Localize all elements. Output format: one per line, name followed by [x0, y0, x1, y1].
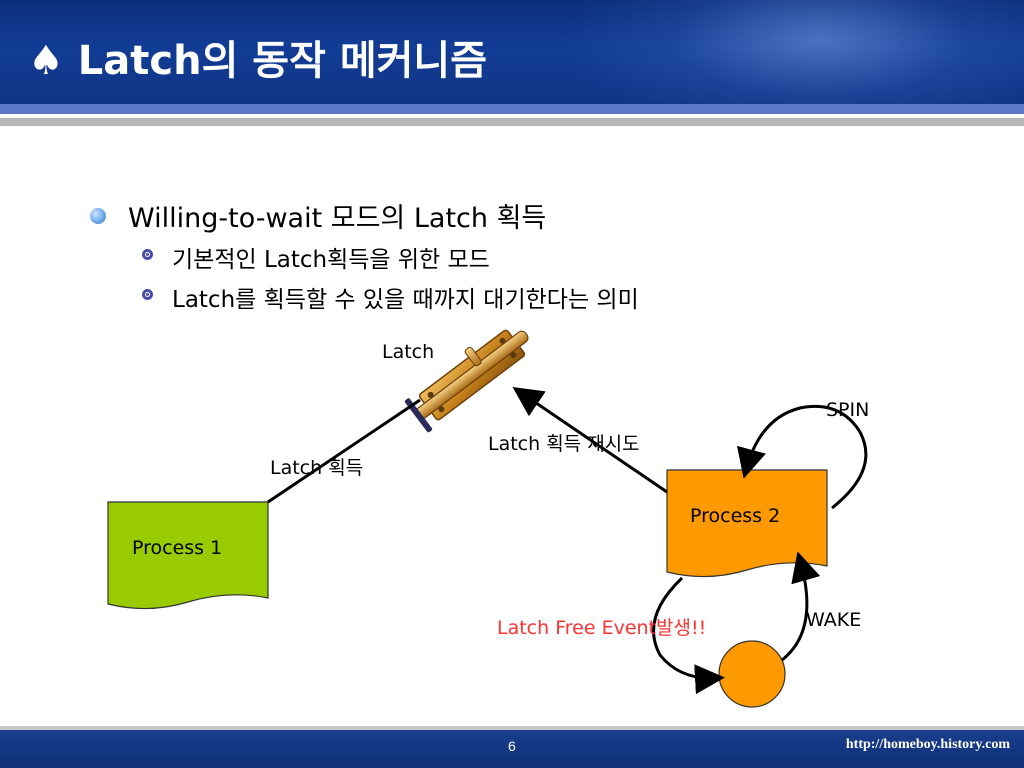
page-number: 6	[508, 738, 516, 754]
process1-shape	[107, 501, 269, 610]
retry-arrow	[512, 386, 668, 494]
slide-title: ♠ Latch의 동작 메커니즘	[28, 38, 488, 84]
bullet-ring-icon	[142, 289, 153, 300]
header-stripe-gray	[0, 118, 1024, 126]
title-bar: ♠ Latch의 동작 메커니즘	[0, 0, 1024, 104]
latch-image	[404, 329, 529, 433]
title-bar-glow	[560, 0, 1024, 104]
event-circle	[718, 640, 786, 708]
bullet-dot-icon	[90, 208, 106, 224]
wake-arrow	[781, 551, 821, 662]
bullet-main-text: Willing-to-wait 모드의 Latch 획득	[128, 203, 547, 234]
process1-label: Process 1	[132, 537, 222, 559]
spin-loop-arrow	[736, 404, 868, 510]
process2-label: Process 2	[690, 505, 780, 527]
wake-label: WAKE	[806, 609, 861, 631]
edge-acquire-label: Latch 획득	[270, 457, 363, 479]
spin-label: SPIN	[826, 399, 869, 421]
edge-retry-label: Latch 획득 재시도	[488, 433, 640, 455]
free-event-label: Latch Free Event발생!!	[497, 617, 706, 639]
bullet-sub-2-text: Latch를 획득할 수 있을 때까지 대기한다는 의미	[172, 287, 639, 313]
bullet-ring-icon	[142, 249, 153, 260]
latch-label: Latch	[382, 341, 434, 363]
header-stripe	[0, 104, 1024, 114]
footer-bar	[0, 730, 1024, 768]
footer-url: http://homeboy.history.com	[845, 737, 1010, 752]
acquire-line	[267, 398, 421, 504]
event-down-arrow	[652, 576, 725, 695]
header-stripe-white	[0, 114, 1024, 118]
footer-divider	[0, 726, 1024, 730]
bullet-sub-1-text: 기본적인 Latch획득을 위한 모드	[172, 247, 490, 273]
